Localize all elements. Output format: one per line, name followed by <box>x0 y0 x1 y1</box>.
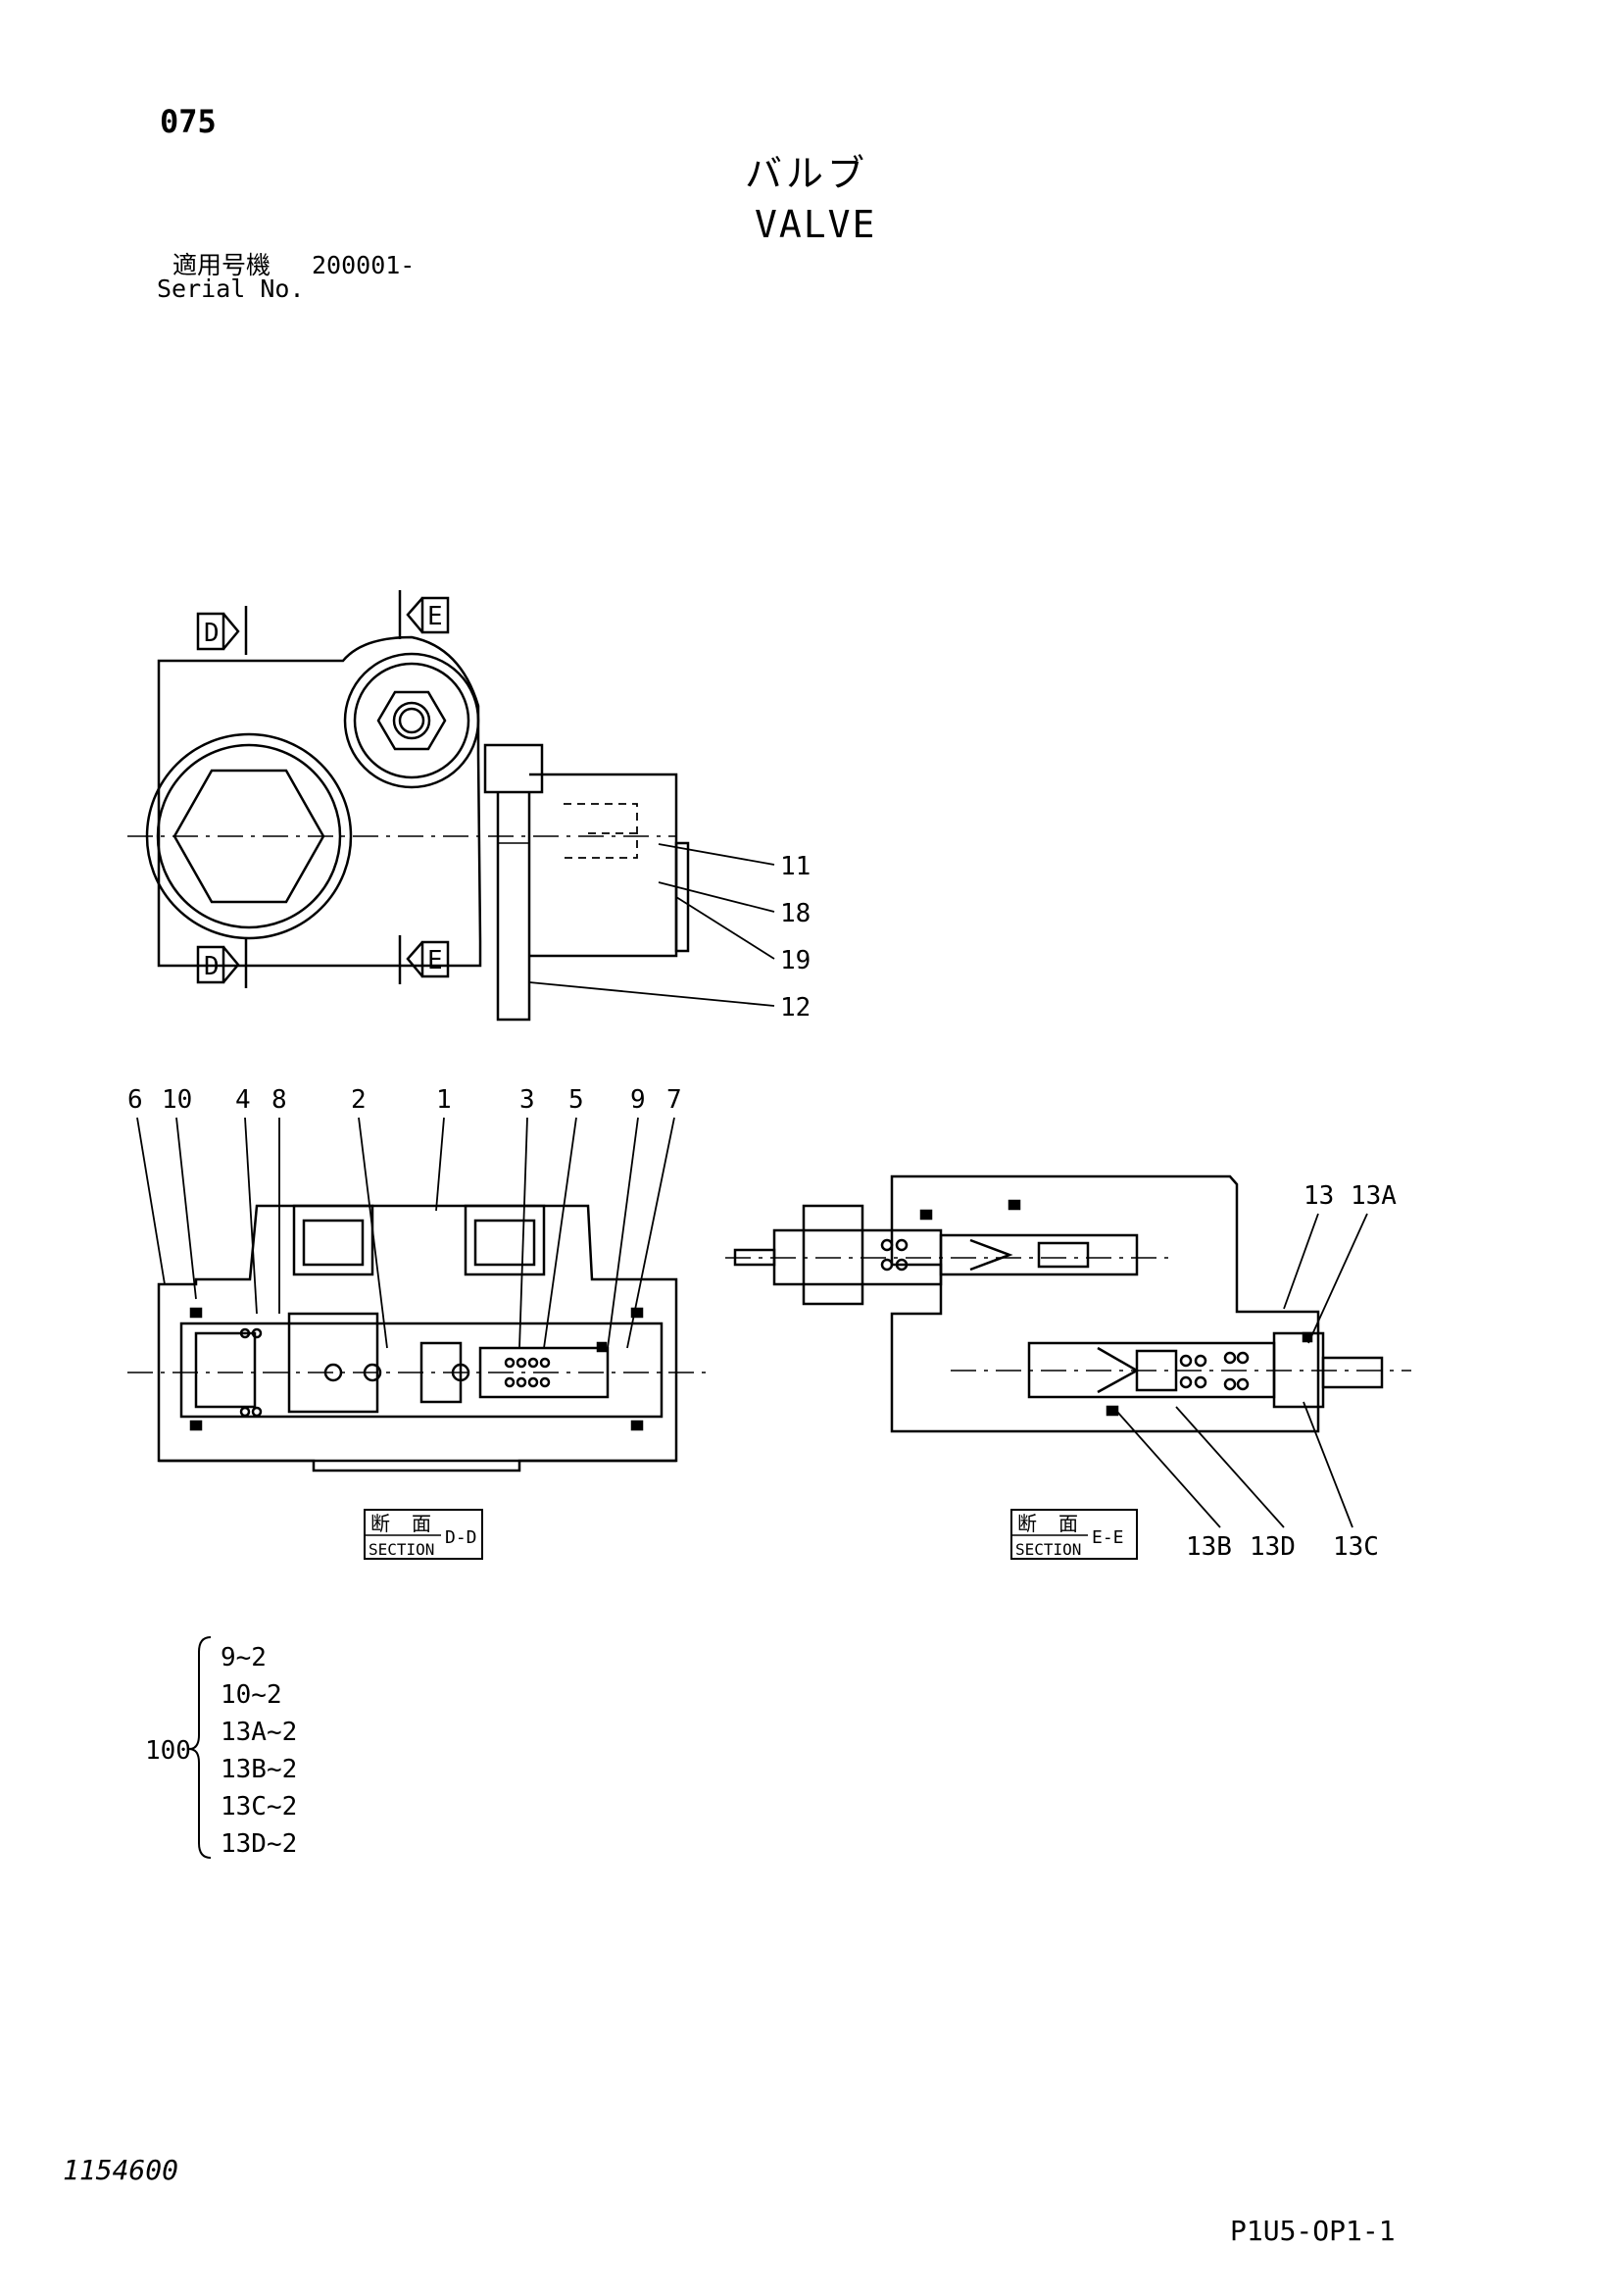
svg-text:E: E <box>427 602 443 631</box>
callout-6: 6 <box>127 1085 143 1115</box>
callout-8: 8 <box>271 1085 287 1115</box>
serial-value: 200001- <box>312 251 416 279</box>
callout-4: 4 <box>235 1085 251 1115</box>
serial-label-english: Serial No. <box>157 275 305 303</box>
svg-text:E-E: E-E <box>1092 1527 1124 1548</box>
valve-body-outline <box>157 635 482 968</box>
kit-item: 13C~2 <box>221 1792 297 1822</box>
section-label-dd: 断 面 SECTION D-D <box>364 1509 483 1560</box>
callout-13a: 13A <box>1351 1181 1397 1211</box>
callout-1: 1 <box>436 1085 452 1115</box>
svg-text:面: 面 <box>1058 1512 1078 1535</box>
callout-13c: 13C <box>1333 1532 1379 1562</box>
page-code: P1U5-OP1-1 <box>1230 2215 1396 2247</box>
section-ee-view: 13 13A 13B <box>725 1174 1411 1562</box>
kit-number: 100 <box>145 1736 191 1766</box>
callout-13d: 13D <box>1250 1532 1296 1562</box>
title-english: VALVE <box>755 203 877 246</box>
document-number: 1154600 <box>63 2154 179 2186</box>
title-japanese: バルブ <box>745 152 869 195</box>
section-marker-e-top: E <box>398 590 450 639</box>
svg-text:断: 断 <box>370 1512 390 1535</box>
svg-text:E: E <box>427 946 443 975</box>
callout-2: 2 <box>351 1085 367 1115</box>
callout-11: 11 <box>780 852 811 881</box>
svg-text:面: 面 <box>412 1512 431 1535</box>
callout-3: 3 <box>519 1085 535 1115</box>
callout-13b: 13B <box>1186 1532 1232 1562</box>
callout-12: 12 <box>780 993 811 1023</box>
svg-text:断: 断 <box>1017 1512 1037 1535</box>
svg-text:SECTION: SECTION <box>1015 1540 1081 1559</box>
section-dd-view: 6 10 4 8 2 1 3 5 9 7 <box>127 1085 706 1560</box>
callout-9: 9 <box>630 1085 646 1115</box>
serial-label-japanese: 適用号機 <box>172 251 271 279</box>
page-number: 075 <box>160 103 217 140</box>
svg-text:D-D: D-D <box>445 1527 477 1548</box>
section-marker-e-bottom: E <box>398 935 450 984</box>
callout-7: 7 <box>666 1085 682 1115</box>
callout-5: 5 <box>568 1085 584 1115</box>
section-marker-d-bottom: D <box>196 939 248 988</box>
kit-item: 13D~2 <box>221 1829 297 1859</box>
kit-item: 9~2 <box>221 1643 267 1672</box>
section-marker-d-top: D <box>196 606 248 655</box>
kit-item: 13A~2 <box>221 1718 297 1747</box>
top-view: D E D E <box>127 590 811 1023</box>
kit-list: 100 9~2 10~2 13A~2 13B~2 13C~2 13D~2 <box>145 1636 297 1859</box>
kit-item: 13B~2 <box>221 1755 297 1784</box>
callout-19: 19 <box>780 946 811 975</box>
callout-10: 10 <box>162 1085 192 1115</box>
callout-18: 18 <box>780 899 811 928</box>
callout-13: 13 <box>1303 1181 1334 1211</box>
svg-text:SECTION: SECTION <box>369 1540 434 1559</box>
section-label-ee: 断 面 SECTION E-E <box>1010 1509 1138 1560</box>
kit-item: 10~2 <box>221 1680 282 1710</box>
svg-text:D: D <box>204 619 220 648</box>
